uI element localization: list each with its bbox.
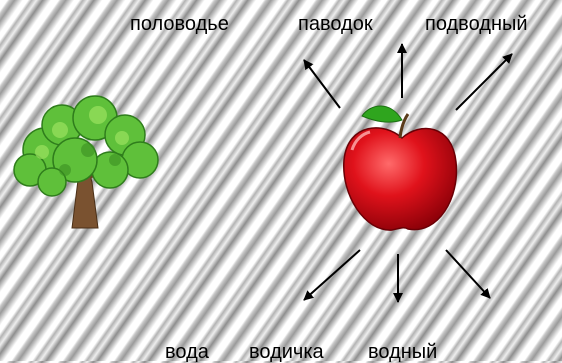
word-vodny: водный: [368, 341, 438, 363]
arrow-to-vodny: [445, 249, 491, 299]
apple-icon: [343, 105, 458, 231]
tree-icon: [13, 95, 159, 229]
arrow-to-polovodye: [303, 59, 341, 109]
arrow-to-podvodny: [455, 53, 513, 111]
word-vodichka: водичка: [249, 341, 324, 363]
word-polovodye: половодье: [130, 13, 229, 35]
word-pavodok: паводок: [298, 13, 373, 35]
word-podvodny: подводный: [425, 13, 528, 35]
word-voda: вода: [165, 341, 209, 363]
arrow-to-voda: [303, 249, 361, 301]
